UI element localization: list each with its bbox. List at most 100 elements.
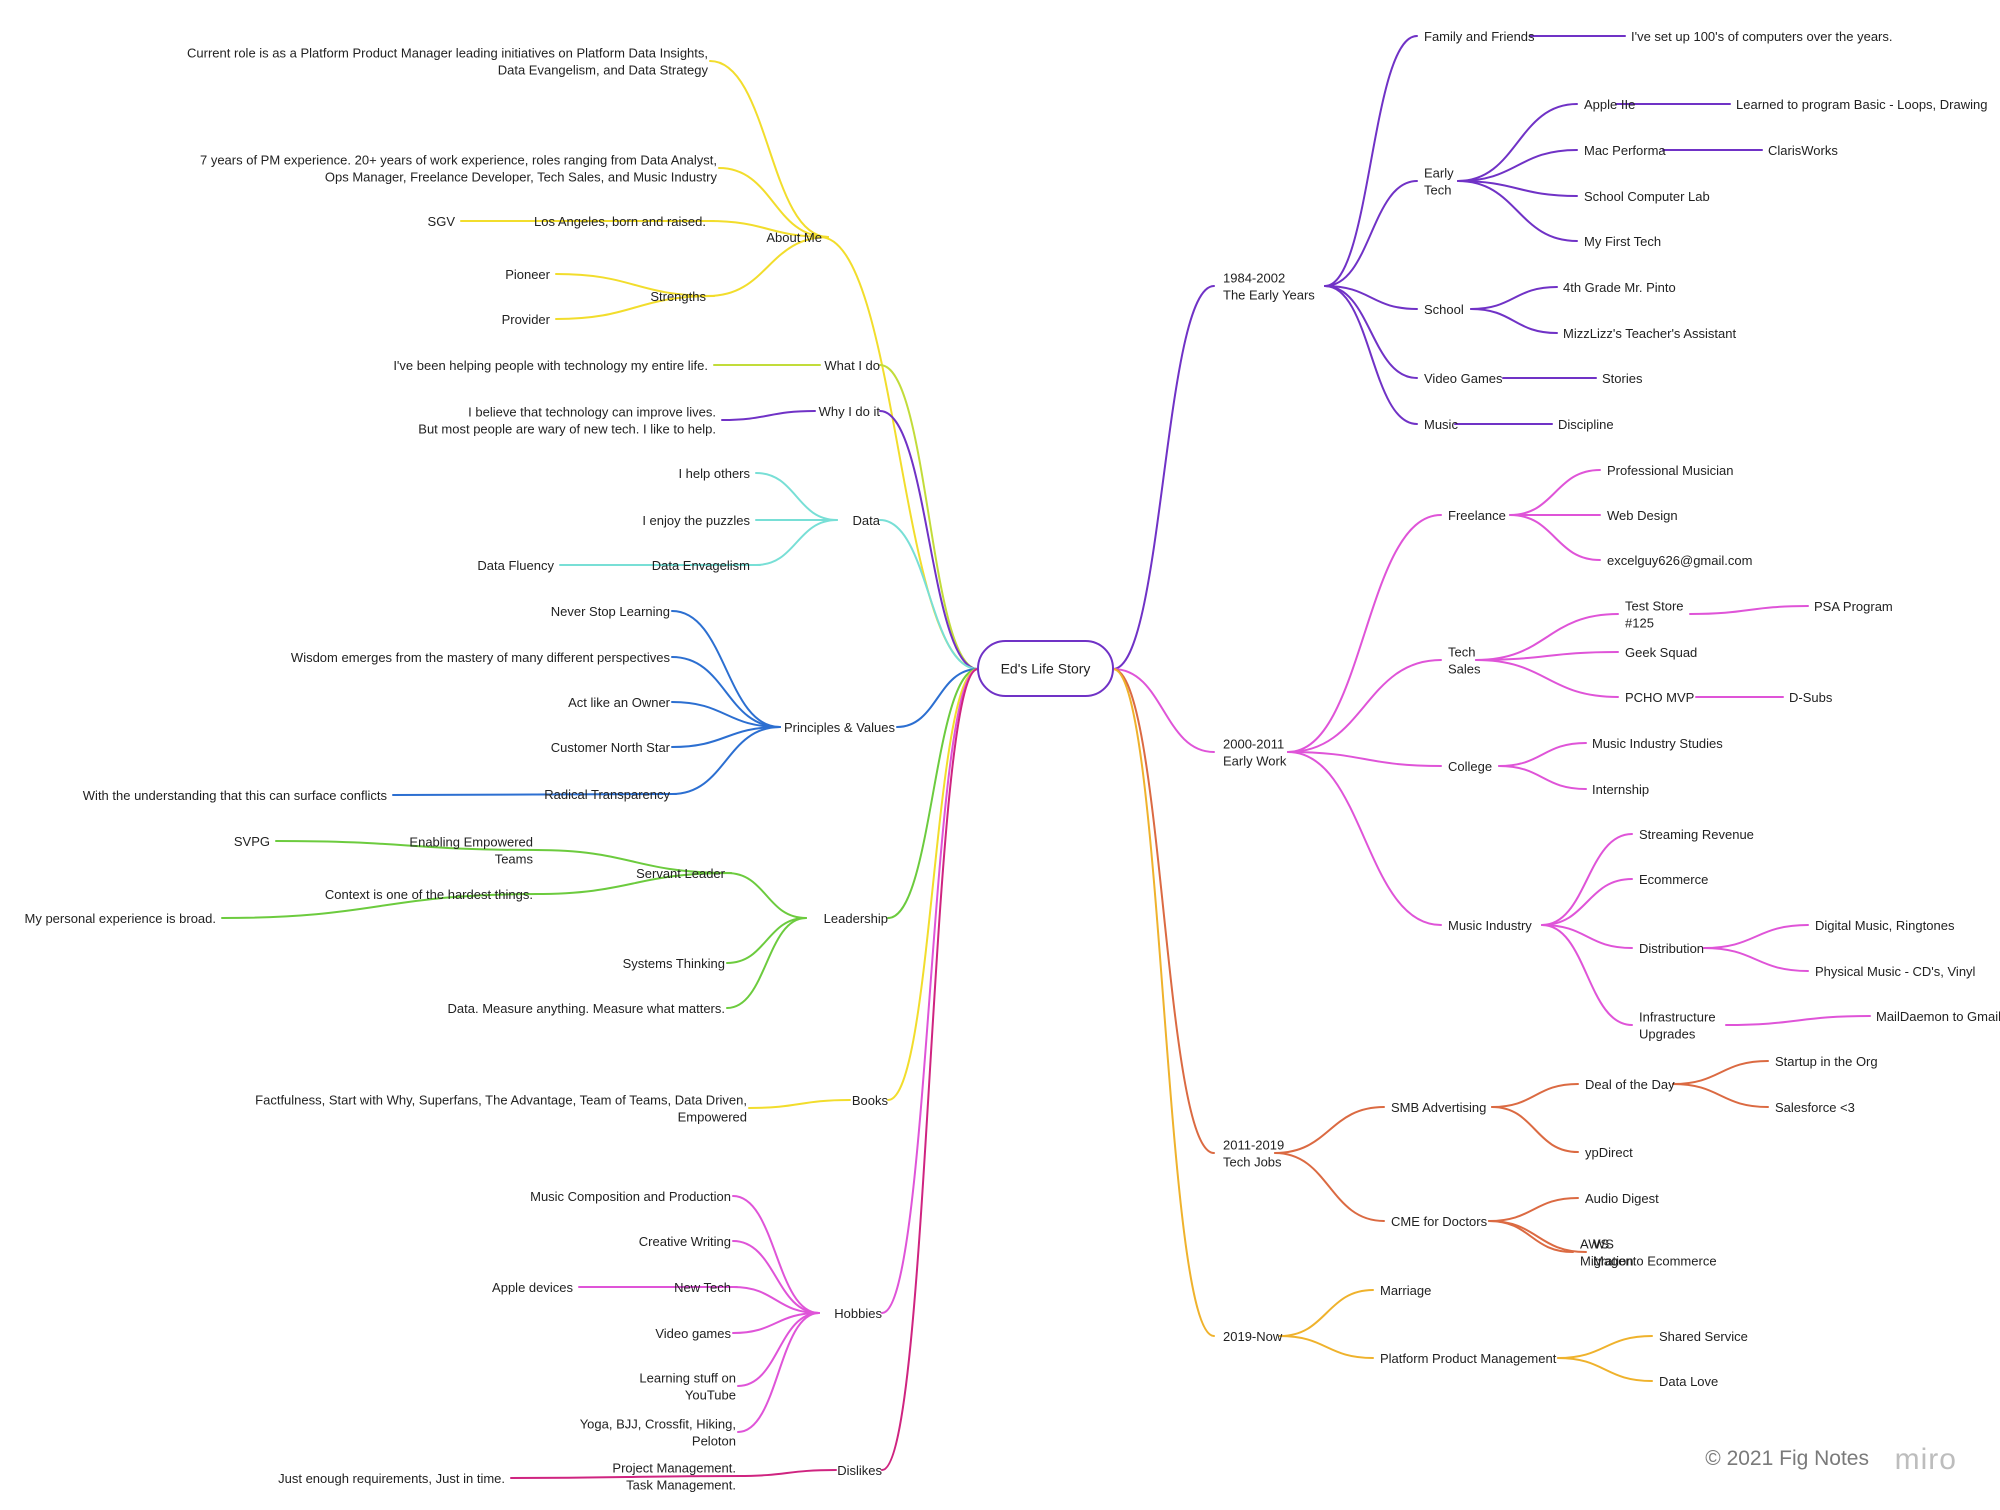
node-school-computer-lab[interactable]: School Computer Lab [1584,189,1710,204]
node-factfulness-start-with-why-superfans-the-a[interactable]: Factfulness, Start with Why, Superfans, … [255,1093,747,1125]
node-platform-product-management[interactable]: Platform Product Management [1380,1351,1557,1366]
node-music-composition-and-production[interactable]: Music Composition and Production [530,1189,731,1204]
node-i-ve-set-up-100-s-of-computers-over-the-ye[interactable]: I've set up 100's of computers over the … [1631,29,1893,44]
node-act-like-an-owner[interactable]: Act like an Owner [568,695,671,710]
node-video-games[interactable]: Video games [655,1326,731,1341]
node-new-tech[interactable]: New Tech [674,1280,731,1295]
node-audio-digest[interactable]: Audio Digest [1585,1191,1659,1206]
node-why-i-do-it[interactable]: Why I do it [819,404,881,419]
node-4th-grade-mr-pinto[interactable]: 4th Grade Mr. Pinto [1563,280,1676,295]
node-pcho-mvp[interactable]: PCHO MVP [1625,690,1694,705]
node-just-enough-requirements-just-in-time[interactable]: Just enough requirements, Just in time. [278,1471,505,1486]
node-books[interactable]: Books [852,1093,889,1108]
node-los-angeles-born-and-raised[interactable]: Los Angeles, born and raised. [534,214,706,229]
node-excelguy626-gmail-com[interactable]: excelguy626@gmail.com [1607,553,1752,568]
node-music-industry-studies[interactable]: Music Industry Studies [1592,736,1723,751]
node-college[interactable]: College [1448,759,1492,774]
node-mizzlizz-s-teacher-s-assistant[interactable]: MizzLizz's Teacher's Assistant [1563,326,1736,341]
node-creative-writing[interactable]: Creative Writing [639,1234,731,1249]
node-servant-leader[interactable]: Servant Leader [636,866,726,881]
node-what-i-do[interactable]: What I do [824,358,880,373]
node-data[interactable]: Data [853,513,881,528]
node-7-years-of-pm-experience-20-years-of-work-[interactable]: 7 years of PM experience. 20+ years of w… [200,153,718,185]
node-apple-devices[interactable]: Apple devices [492,1280,573,1295]
node-hobbies[interactable]: Hobbies [834,1306,882,1321]
node-leadership[interactable]: Leadership [824,911,888,926]
node-stories[interactable]: Stories [1602,371,1643,386]
node-apple-iie[interactable]: Apple IIe [1584,97,1635,112]
node-wisdom-emerges-from-the-mastery-of-many-di[interactable]: Wisdom emerges from the mastery of many … [291,650,671,665]
node-my-first-tech[interactable]: My First Tech [1584,234,1661,249]
node-yoga-bjj-crossfit-hiking-peloton[interactable]: Yoga, BJJ, Crossfit, Hiking,Peloton [580,1417,736,1449]
node-learned-to-program-basic-loops-drawing[interactable]: Learned to program Basic - Loops, Drawin… [1736,97,1987,112]
node-i-help-others[interactable]: I help others [678,466,750,481]
node-music[interactable]: Music [1424,417,1458,432]
node-context-is-one-of-the-hardest-things[interactable]: Context is one of the hardest things. [325,887,533,902]
node-psa-program[interactable]: PSA Program [1814,599,1893,614]
node-marriage[interactable]: Marriage [1380,1283,1431,1298]
node-data-fluency[interactable]: Data Fluency [477,558,554,573]
node-maildaemon-to-gmail[interactable]: MailDaemon to Gmail [1876,1009,2000,1024]
node-smb-advertising[interactable]: SMB Advertising [1391,1100,1486,1115]
node-family-and-friends[interactable]: Family and Friends [1424,29,1535,44]
node-ecommerce[interactable]: Ecommerce [1639,872,1708,887]
node-ypdirect[interactable]: ypDirect [1585,1145,1633,1160]
node-d-subs[interactable]: D-Subs [1789,690,1833,705]
node-video-games[interactable]: Video Games [1424,371,1503,386]
node-distribution[interactable]: Distribution [1639,941,1704,956]
node-provider[interactable]: Provider [502,312,551,327]
node-digital-music-ringtones[interactable]: Digital Music, Ringtones [1815,918,1955,933]
node-dislikes[interactable]: Dislikes [837,1463,882,1478]
node-discipline[interactable]: Discipline [1558,417,1614,432]
node-i-enjoy-the-puzzles[interactable]: I enjoy the puzzles [642,513,750,528]
node-about-me[interactable]: About Me [766,230,822,245]
node-i-ve-been-helping-people-with-technology-m[interactable]: I've been helping people with technology… [393,358,708,373]
node-pioneer[interactable]: Pioneer [505,267,550,282]
node-customer-north-star[interactable]: Customer North Star [551,740,671,755]
node-test-store-125[interactable]: Test Store#125 [1625,599,1684,631]
node-deal-of-the-day[interactable]: Deal of the Day [1585,1077,1675,1092]
node-physical-music-cd-s-vinyl[interactable]: Physical Music - CD's, Vinyl [1815,964,1976,979]
node-my-personal-experience-is-broad[interactable]: My personal experience is broad. [25,911,217,926]
node-cme-for-doctors[interactable]: CME for Doctors [1391,1214,1488,1229]
node-current-role-is-as-a-platform-product-mana[interactable]: Current role is as a Platform Product Ma… [187,46,708,78]
node-strengths[interactable]: Strengths [650,289,706,304]
node-never-stop-learning[interactable]: Never Stop Learning [551,604,670,619]
node-data-love[interactable]: Data Love [1659,1374,1718,1389]
node-svpg[interactable]: SVPG [234,834,270,849]
node-data-measure-anything-measure-what-matters[interactable]: Data. Measure anything. Measure what mat… [448,1001,725,1016]
node-project-management-task-management[interactable]: Project Management.Task Management. [612,1461,736,1493]
node-data-envagelism[interactable]: Data Envagelism [652,558,750,573]
node-school[interactable]: School [1424,302,1464,317]
node-professional-musician[interactable]: Professional Musician [1607,463,1733,478]
node-clarisworks[interactable]: ClarisWorks [1768,143,1838,158]
node-web-design[interactable]: Web Design [1607,508,1678,523]
root-node[interactable]: Ed's Life Story [977,640,1114,697]
node-i-believe-that-technology-can-improve-live[interactable]: I believe that technology can improve li… [418,405,716,437]
node-shared-service[interactable]: Shared Service [1659,1329,1748,1344]
node-streaming-revenue[interactable]: Streaming Revenue [1639,827,1754,842]
node-with-the-understanding-that-this-can-surfa[interactable]: With the understanding that this can sur… [83,788,388,803]
node-systems-thinking[interactable]: Systems Thinking [623,956,725,971]
node-freelance[interactable]: Freelance [1448,508,1506,523]
node-sgv[interactable]: SGV [428,214,456,229]
node-mac-performa[interactable]: Mac Performa [1584,143,1666,158]
node-internship[interactable]: Internship [1592,782,1649,797]
node-geek-squad[interactable]: Geek Squad [1625,645,1697,660]
node-music-industry[interactable]: Music Industry [1448,918,1532,933]
node-salesforce-heart[interactable]: Salesforce <3 [1775,1100,1855,1115]
node-startup-in-the-org[interactable]: Startup in the Org [1775,1054,1878,1069]
node-radical-transparency[interactable]: Radical Transparency [544,787,670,802]
node-principles-values[interactable]: Principles & Values [784,720,896,735]
node-2019-now[interactable]: 2019-Now [1223,1329,1283,1344]
